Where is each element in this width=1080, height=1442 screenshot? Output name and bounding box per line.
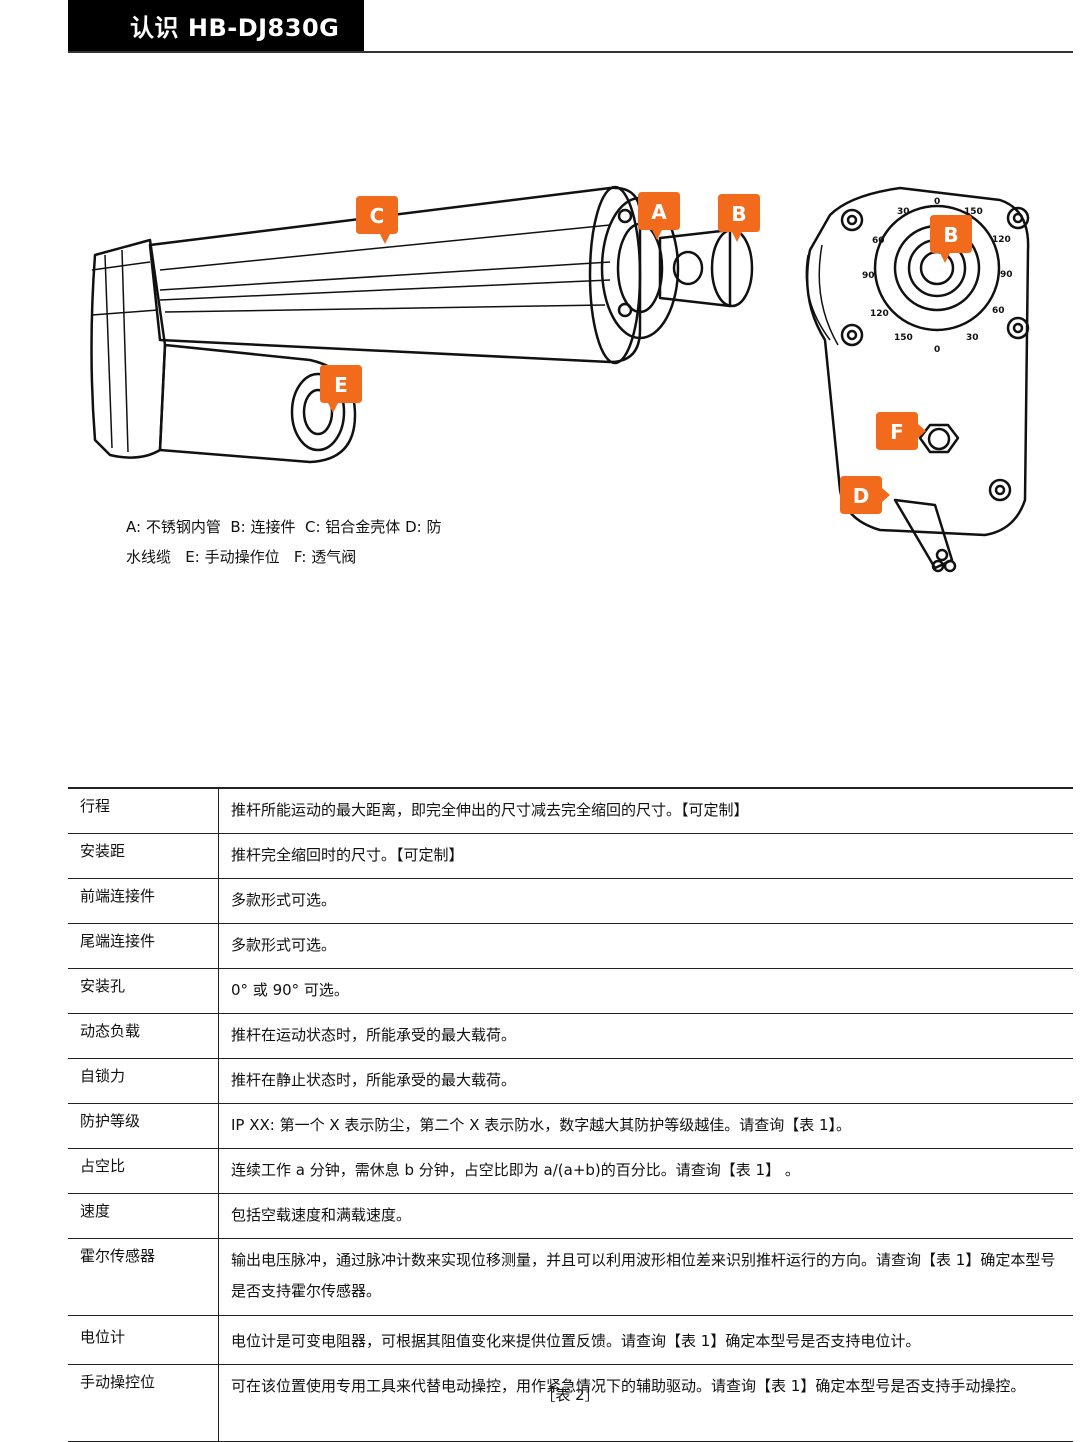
desc-cell: 0° 或 90° 可选。 <box>218 968 1073 1014</box>
callout-a: A <box>638 192 680 240</box>
term-cell: 前端连接件 <box>68 878 219 924</box>
header-rule <box>68 51 1073 53</box>
svg-text:F: F <box>890 420 904 444</box>
svg-text:0: 0 <box>934 345 940 355</box>
callout-d: D <box>840 476 890 514</box>
svg-text:90: 90 <box>862 271 875 281</box>
front-housing-outline <box>805 186 1030 537</box>
callout-e: E <box>320 365 362 413</box>
motor-housing-outline <box>158 343 357 464</box>
desc-cell: 连续工作 a 分钟，需休息 b 分钟，占空比即为 a/(a+b)的百分比。请查询… <box>218 1148 1073 1194</box>
callout-b-front: B <box>930 215 972 263</box>
svg-text:0: 0 <box>934 197 940 207</box>
desc-cell: 推杆在运动状态时，所能承受的最大载荷。 <box>218 1013 1073 1059</box>
actuator-illustration: 0 30 60 90 120 150 0 30 60 90 120 150 C … <box>90 185 1030 573</box>
svg-text:120: 120 <box>992 235 1011 245</box>
svg-text:A: A <box>651 200 667 224</box>
svg-text:150: 150 <box>964 207 983 217</box>
component-legend: A: 不锈钢内管 B: 连接件 C: 铝合金壳体 D: 防 水线缆 E: 手动操… <box>126 512 526 572</box>
svg-text:120: 120 <box>870 309 889 319</box>
term-cell: 尾端连接件 <box>68 923 219 969</box>
svg-text:D: D <box>853 484 870 508</box>
end-cap-outline <box>90 238 167 459</box>
table-row: 速度包括空载速度和满载速度。 <box>68 1193 1073 1239</box>
desc-cell: 多款形式可选。 <box>218 923 1073 969</box>
table-row: 尾端连接件多款形式可选。 <box>68 923 1073 969</box>
desc-cell: 输出电压脉冲，通过脉冲计数来实现位移测量，并且可以利用波形相位差来识别推杆运行的… <box>218 1238 1073 1316</box>
svg-text:90: 90 <box>1000 270 1013 280</box>
svg-text:30: 30 <box>897 207 910 217</box>
term-cell: 速度 <box>68 1193 219 1239</box>
table-row: 前端连接件多款形式可选。 <box>68 878 1073 924</box>
page-title: 认识 HB-DJ830G <box>130 14 340 42</box>
legend-line: A: 不锈钢内管 B: 连接件 C: 铝合金壳体 D: 防 <box>126 518 442 536</box>
legend-line: 水线缆 E: 手动操作位 F: 透气阀 <box>126 548 357 566</box>
desc-cell: 推杆所能运动的最大距离，即完全伸出的尺寸减去完全缩回的尺寸。【可定制】 <box>218 787 1073 834</box>
mount-bolt <box>1006 316 1030 340</box>
stainless-inner-tube <box>658 228 732 308</box>
term-cell: 占空比 <box>68 1148 219 1194</box>
svg-text:C: C <box>370 204 385 228</box>
svg-text:E: E <box>334 373 348 397</box>
svg-text:60: 60 <box>872 236 885 246</box>
svg-text:B: B <box>731 202 746 226</box>
waterproof-cable <box>893 498 954 570</box>
header-bar <box>68 0 364 52</box>
callout-c: C <box>356 196 398 244</box>
desc-cell: IP XX: 第一个 X 表示防尘，第二个 X 表示防水，数字越大其防护等级越佳… <box>218 1103 1073 1149</box>
table-row: 霍尔传感器输出电压脉冲，通过脉冲计数来实现位移测量，并且可以利用波形相位差来识别… <box>68 1238 1073 1316</box>
desc-cell: 电位计是可变电阻器，可根据其阻值变化来提供位置反馈。请查询【表 1】确定本型号是… <box>218 1315 1073 1365</box>
term-cell: 防护等级 <box>68 1103 219 1149</box>
svg-text:B: B <box>943 223 958 247</box>
position-dial: 0 30 60 90 120 150 0 30 60 90 120 150 <box>862 197 1013 355</box>
callout-b-side: B <box>718 194 760 242</box>
mount-bolt <box>988 478 1012 502</box>
term-cell: 动态负载 <box>68 1013 219 1059</box>
table-row: 占空比连续工作 a 分钟，需休息 b 分钟，占空比即为 a/(a+b)的百分比。… <box>68 1148 1073 1194</box>
desc-cell: 推杆完全缩回时的尺寸。【可定制】 <box>218 833 1073 879</box>
table-caption: ［表 2］ <box>540 1386 600 1404</box>
desc-cell: 包括空载速度和满载速度。 <box>218 1193 1073 1239</box>
table-row: 动态负载推杆在运动状态时，所能承受的最大载荷。 <box>68 1013 1073 1059</box>
term-cell: 行程 <box>68 787 219 834</box>
manual-operation-port <box>290 372 346 452</box>
svg-text:150: 150 <box>894 333 913 343</box>
svg-text:30: 30 <box>966 333 979 343</box>
table-row: 行程推杆所能运动的最大距离，即完全伸出的尺寸减去完全缩回的尺寸。【可定制】 <box>68 787 1073 834</box>
mount-bolt <box>1006 206 1030 230</box>
table-row: 自锁力推杆在静止状态时，所能承受的最大载荷。 <box>68 1058 1073 1104</box>
term-cell: 电位计 <box>68 1315 219 1365</box>
table-row: 电位计电位计是可变电阻器，可根据其阻值变化来提供位置反馈。请查询【表 1】确定本… <box>68 1315 1073 1365</box>
svg-text:60: 60 <box>992 306 1005 316</box>
term-cell: 安装孔 <box>68 968 219 1014</box>
callout-f: F <box>876 412 926 450</box>
desc-cell: 推杆在静止状态时，所能承受的最大载荷。 <box>218 1058 1073 1104</box>
desc-cell: 多款形式可选。 <box>218 878 1073 924</box>
term-cell: 霍尔传感器 <box>68 1238 219 1316</box>
breather-valve <box>918 423 960 454</box>
table-row: 安装距推杆完全缩回时的尺寸。【可定制】 <box>68 833 1073 879</box>
spec-table: 行程推杆所能运动的最大距离，即完全伸出的尺寸减去完全缩回的尺寸。【可定制】 安装… <box>68 787 1073 1442</box>
term-cell: 自锁力 <box>68 1058 219 1104</box>
term-cell: 安装距 <box>68 833 219 879</box>
mount-bolt <box>840 208 864 232</box>
mount-bolt <box>840 323 864 347</box>
